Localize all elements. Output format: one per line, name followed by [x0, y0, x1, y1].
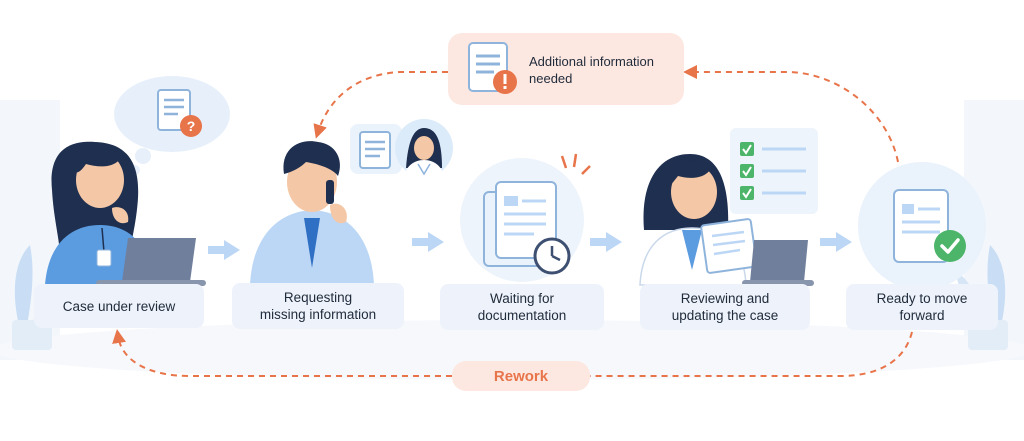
- step-card-case-under-review: Case under review: [34, 284, 204, 328]
- step-label-ready-line1: Ready to move: [876, 291, 968, 306]
- doctor-avatar: [395, 119, 453, 177]
- bottom-loop-arrow-right: [590, 331, 913, 377]
- bottom-loop-arrow-left: [112, 329, 452, 377]
- document-clock-icon: [483, 181, 571, 275]
- document-check-icon: [893, 189, 966, 263]
- checklist-icon: [730, 128, 818, 214]
- additional-info-line1: Additional information: [529, 54, 655, 69]
- step-arrow-2: [412, 232, 444, 252]
- floor-shadow: [0, 320, 1024, 380]
- thought-bubble-icon: ?: [114, 76, 230, 175]
- step-card-waiting: Waiting for documentation: [440, 284, 604, 330]
- person-thinking-icon: [45, 141, 152, 285]
- step-label-reviewing-line1: Reviewing and: [680, 291, 770, 306]
- step-arrow-1: [208, 240, 240, 260]
- person-on-phone-icon: [250, 141, 374, 285]
- additional-info-label: Additional information needed: [529, 53, 679, 87]
- document-alert-icon: [468, 42, 517, 94]
- svg-text:?: ?: [187, 118, 196, 134]
- additional-info-line2: needed: [529, 71, 573, 86]
- rework-pill: Rework: [452, 361, 590, 391]
- step-card-requesting: Requesting missing information: [232, 283, 404, 329]
- alert-spark-icon: [560, 153, 591, 175]
- step-card-reviewing: Reviewing and updating the case: [640, 284, 810, 330]
- step-label-waiting-line1: Waiting for: [489, 291, 555, 306]
- step-label-requesting-line1: Requesting: [283, 290, 353, 305]
- chat-bubble-icon: [350, 124, 402, 174]
- step-card-ready: Ready to move forward: [846, 284, 998, 330]
- step-label-case-under-review: Case under review: [62, 298, 176, 314]
- doctor-reviewing-icon: [639, 154, 758, 286]
- step-label-reviewing-line2: updating the case: [671, 308, 779, 323]
- rework-label: Rework: [493, 367, 549, 385]
- step-label-requesting-line2: missing information: [259, 307, 377, 322]
- step-arrow-3: [590, 232, 622, 252]
- top-loop-arrow-right: [683, 65, 899, 163]
- step-arrow-4: [820, 232, 852, 252]
- step-label-waiting-line2: documentation: [477, 308, 567, 323]
- step-label-ready-line2: forward: [899, 308, 945, 323]
